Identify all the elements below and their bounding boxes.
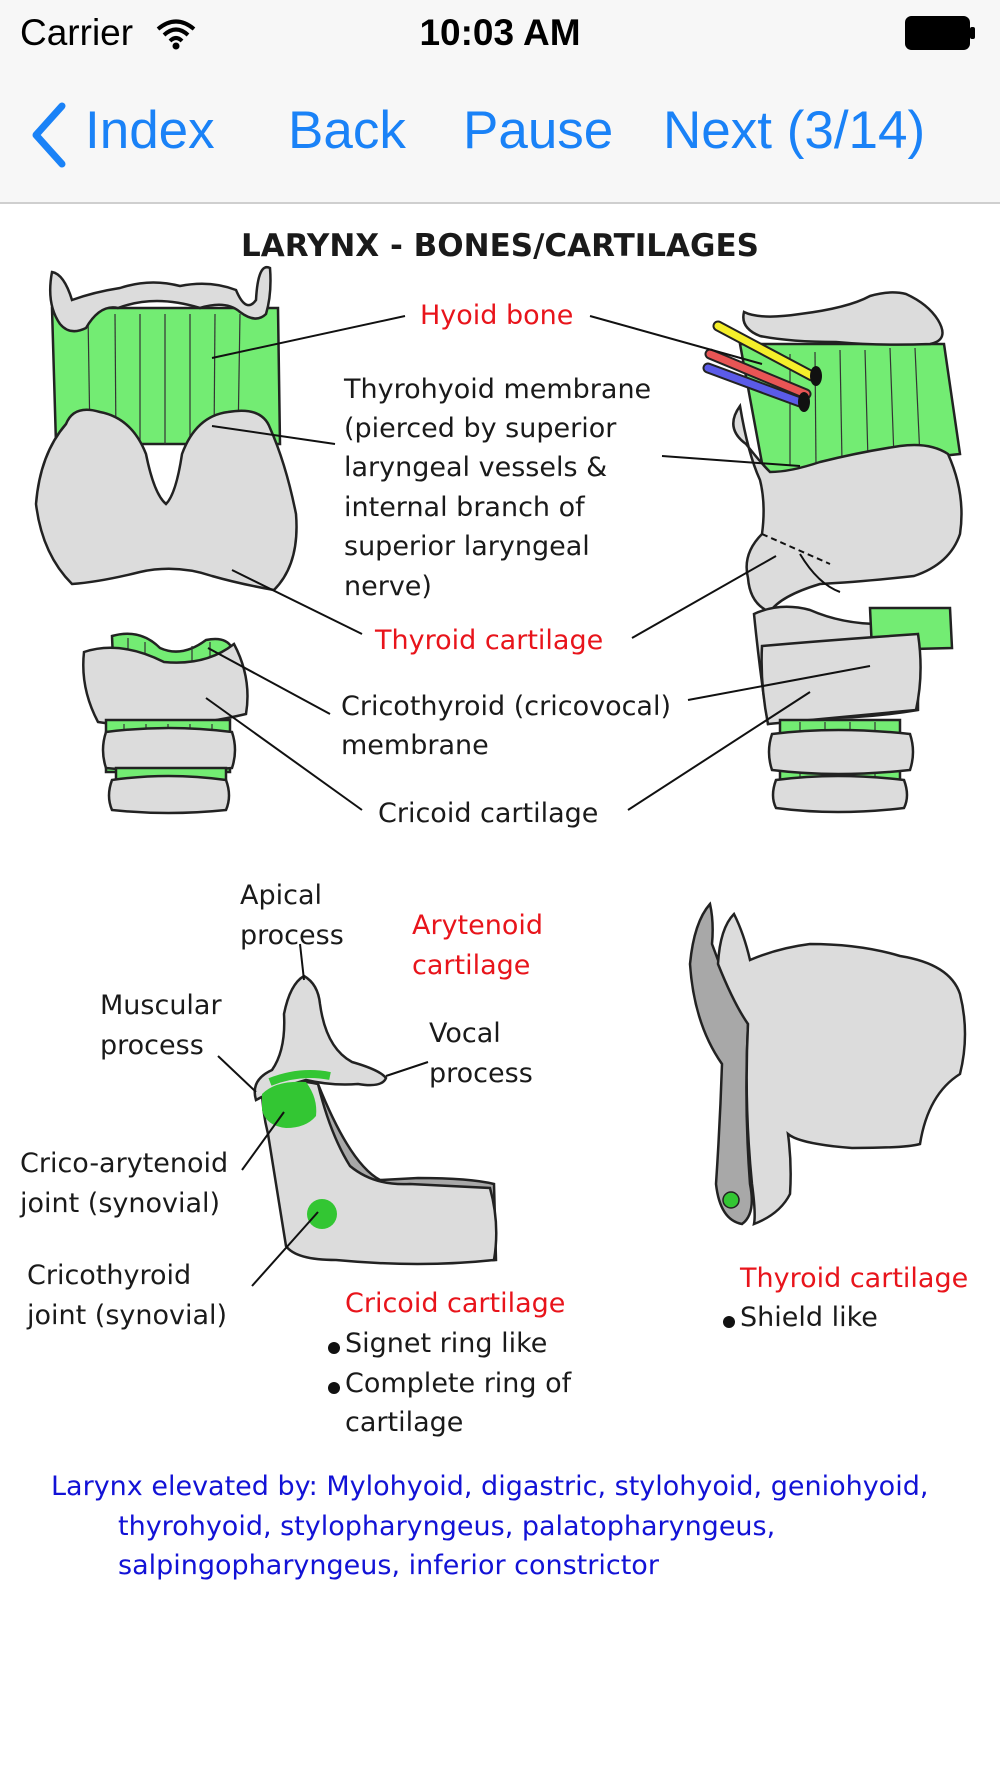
svg-text:Crico-arytenoid: Crico-arytenoid [20,1148,228,1179]
svg-text:Signet ring like: Signet ring like [345,1328,547,1359]
pause-button[interactable]: Pause [463,101,614,160]
cricoid-cartilage-notes: Cricoid cartilage Signet ring like Compl… [328,1288,573,1438]
svg-text:Thyrohyoid membrane: Thyrohyoid membrane [343,374,651,405]
svg-text:Apical: Apical [240,880,322,911]
navigation-bar: Index Back Pause Next (3/14) [0,70,1000,204]
svg-text:Thyroid cartilage: Thyroid cartilage [739,1263,968,1294]
thyroid-cartilage-notes: Thyroid cartilage Shield like [723,1263,968,1333]
arytenoid-cricoid-illustration [217,943,498,1287]
cricothyroid-membrane-label: Cricothyroid (cricovocal) membrane [341,691,671,761]
thyroid-lateral-illustration [688,901,967,1226]
next-button[interactable]: Next (3/14) [663,101,926,160]
svg-text:process: process [240,920,344,951]
cricothyroid-joint-label: Cricothyroid joint (synovial) [26,1260,227,1331]
svg-text:Complete ring of: Complete ring of [345,1368,573,1399]
svg-text:joint (synovial): joint (synovial) [19,1188,220,1219]
thyrohyoid-membrane-label: Thyrohyoid membrane (pierced by superior… [343,374,651,602]
svg-text:superior laryngeal: superior laryngeal [344,531,590,562]
svg-text:thyrohyoid, stylopharyngeus, p: thyrohyoid, stylopharyngeus, palatophary… [118,1511,775,1542]
svg-text:Vocal: Vocal [429,1018,501,1049]
svg-text:Cricoid cartilage: Cricoid cartilage [345,1288,565,1319]
wifi-icon [156,19,196,50]
svg-text:Cricothyroid: Cricothyroid [27,1260,191,1291]
vocal-process-label: Vocal process [429,1018,533,1089]
muscular-process-label: Muscular process [100,990,222,1061]
status-bar: Carrier 10:03 AM [0,0,1000,70]
svg-text:Larynx elevated by: Mylohyoid,: Larynx elevated by: Mylohyoid, digastric… [51,1471,928,1502]
arytenoid-cartilage-label: Arytenoid cartilage [412,910,543,981]
back-button[interactable]: Back [288,101,406,160]
hyoid-bone-label: Hyoid bone [420,300,573,331]
index-button[interactable]: Index [85,101,215,160]
carrier-label: Carrier [20,12,134,53]
svg-text:Shield like: Shield like [740,1302,878,1333]
svg-text:joint (synovial): joint (synovial) [26,1300,227,1331]
larynx-elevators-note: Larynx elevated by: Mylohyoid, digastric… [51,1471,928,1581]
battery-icon [905,16,975,50]
top-leader-lines [205,315,871,811]
svg-text:cartilage: cartilage [345,1407,463,1438]
svg-text:Muscular: Muscular [100,990,222,1021]
svg-text:membrane: membrane [341,730,489,761]
svg-text:Cricothyroid (cricovocal): Cricothyroid (cricovocal) [341,691,671,722]
svg-text:Arytenoid: Arytenoid [412,910,543,941]
svg-text:nerve): nerve) [344,571,432,602]
thyroid-cartilage-label: Thyroid cartilage [374,625,603,656]
larynx-figure: LARYNX - BONES/CARTILAGES [19,228,968,1581]
svg-text:internal branch of: internal branch of [344,492,586,523]
anterior-view-illustration [34,265,298,815]
status-time: 10:03 AM [419,12,581,53]
svg-text:laryngeal vessels &: laryngeal vessels & [344,452,607,483]
svg-text:process: process [100,1030,204,1061]
svg-text:(pierced by superior: (pierced by superior [344,413,617,444]
crico-arytenoid-joint-label: Crico-arytenoid joint (synovial) [19,1148,228,1219]
svg-text:process: process [429,1058,533,1089]
figure-content: LARYNX - BONES/CARTILAGES [0,204,1000,1778]
lateral-view-illustration [702,291,963,814]
apical-process-label: Apical process [240,880,344,951]
chevron-left-icon[interactable] [28,100,68,170]
figure-title: LARYNX - BONES/CARTILAGES [241,228,759,264]
cricoid-cartilage-label: Cricoid cartilage [378,798,598,829]
svg-text:cartilage: cartilage [412,950,530,981]
svg-text:salpingopharyngeus, inferior c: salpingopharyngeus, inferior constrictor [118,1550,660,1581]
